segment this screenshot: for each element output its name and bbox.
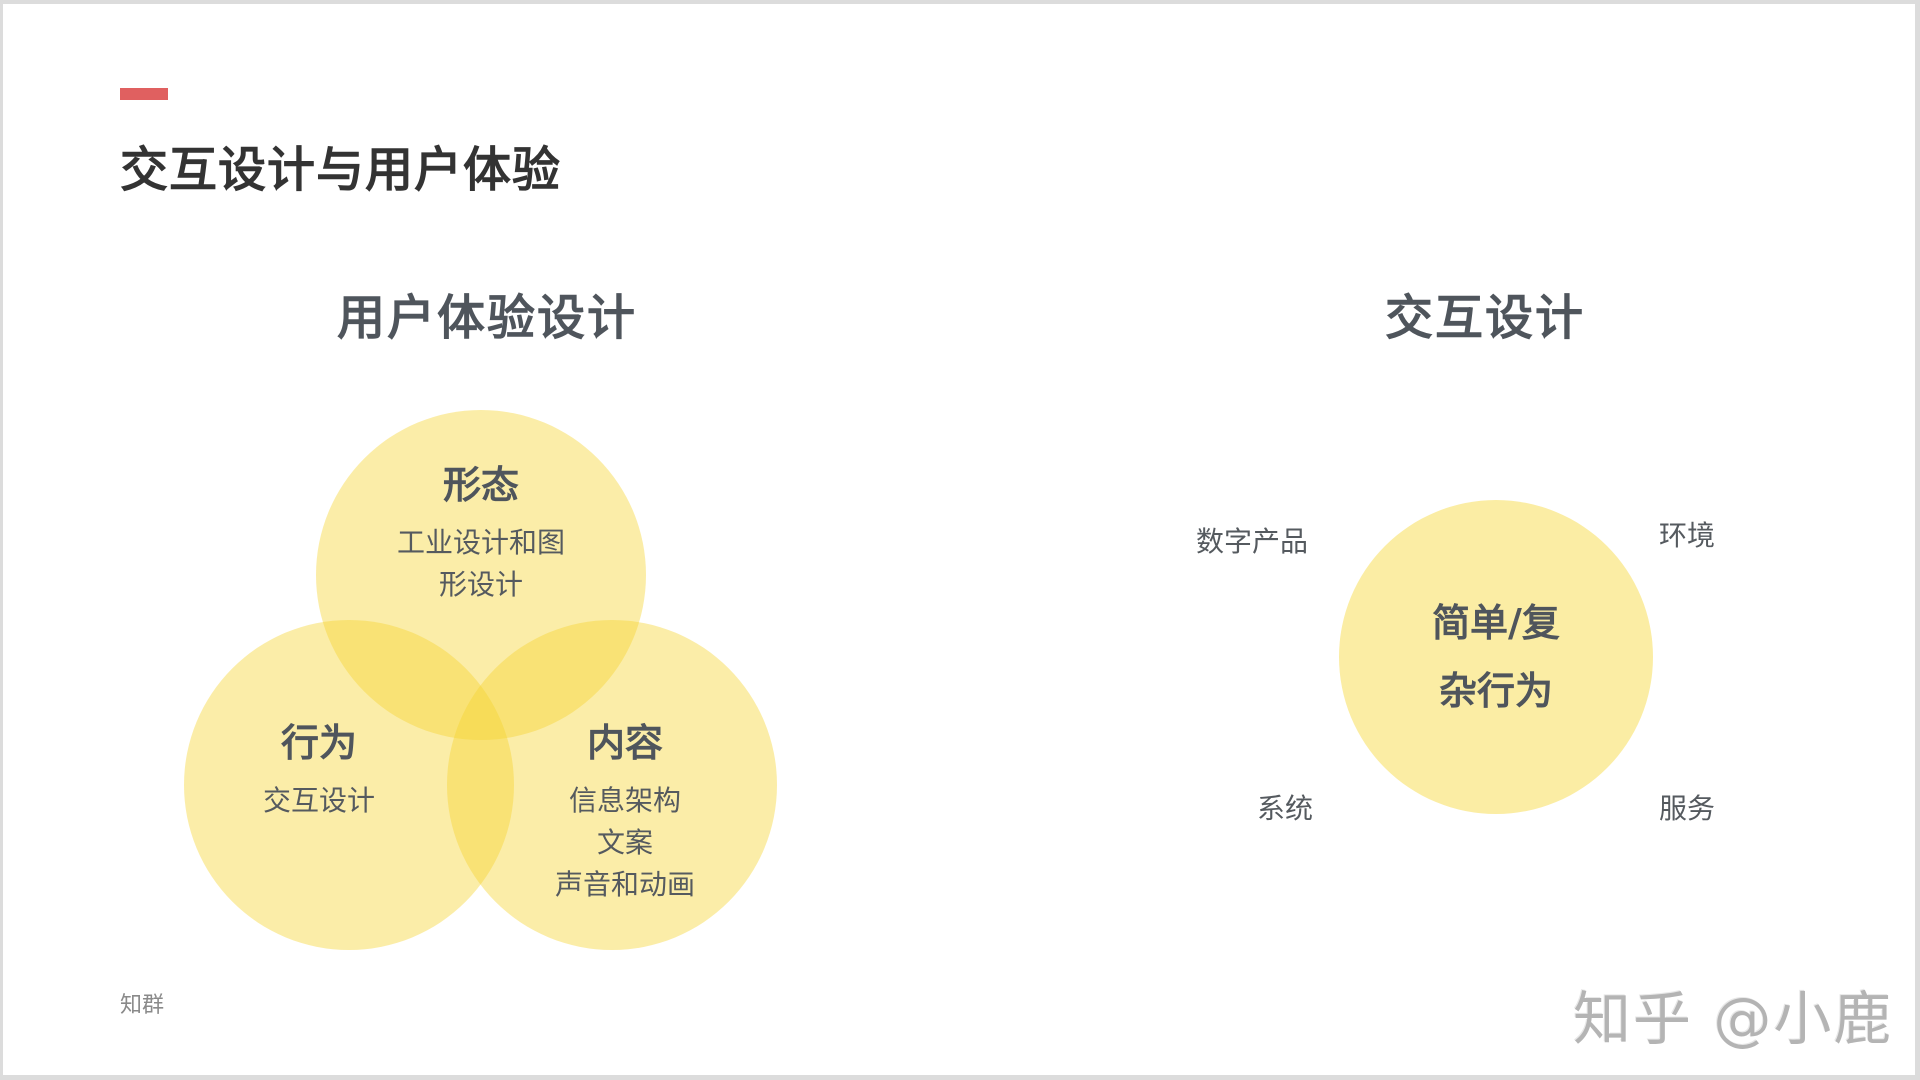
slide: 交互设计与用户体验 用户体验设计 形态 工业设计和图 形设计 行为 交互设计 内…	[3, 4, 1915, 1075]
ixd-center-line: 杂行为	[1438, 669, 1554, 713]
ixd-label-service: 服务	[1659, 792, 1716, 825]
ixd-center-circle	[1339, 500, 1653, 814]
ixd-center-line: 简单/复	[1432, 601, 1560, 645]
venn-label-line: 形设计	[438, 568, 524, 601]
ux-diagram-title: 用户体验设计	[336, 290, 638, 346]
watermark: 知乎 @小鹿	[1573, 985, 1894, 1053]
ixd-label-environment: 环境	[1659, 519, 1716, 552]
venn-label-title: 行为	[280, 721, 358, 765]
ixd-center-label: 简单/复 杂行为	[1432, 589, 1560, 725]
venn-label-behavior: 行为 交互设计	[263, 720, 375, 822]
ixd-label-digital-products: 数字产品	[1196, 525, 1309, 558]
footer-brand: 知群	[120, 993, 165, 1018]
venn-label-title: 内容	[586, 721, 664, 765]
venn-label-line: 声音和动画	[554, 868, 696, 901]
venn-label-content: 内容 信息架构 文案 声音和动画	[555, 720, 695, 906]
title-accent-bar	[120, 88, 168, 100]
venn-circle-behavior	[184, 620, 514, 950]
venn-label-line: 工业设计和图	[396, 526, 566, 559]
venn-label-form: 形态 工业设计和图 形设计	[397, 462, 565, 606]
venn-label-line: 文案	[596, 826, 654, 859]
slide-title: 交互设计与用户体验	[120, 142, 562, 198]
venn-label-line: 信息架构	[568, 784, 682, 817]
venn-circle-content	[447, 620, 777, 950]
venn-circle-form	[316, 410, 646, 740]
venn-label-title: 形态	[442, 463, 520, 507]
venn-label-line: 交互设计	[262, 784, 376, 817]
ixd-label-system: 系统	[1257, 792, 1314, 825]
ixd-diagram-title: 交互设计	[1384, 290, 1586, 346]
